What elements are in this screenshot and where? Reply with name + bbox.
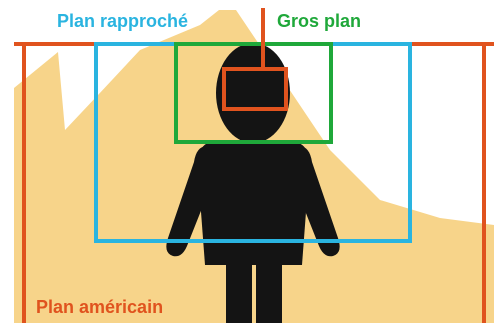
person-torso xyxy=(198,142,309,265)
gros-plan-label: Gros plan xyxy=(277,11,361,31)
person-left-leg xyxy=(226,250,252,323)
plan-rapproche-label: Plan rapproché xyxy=(57,11,188,31)
plan-americain-label: Plan américain xyxy=(36,297,163,317)
person-head xyxy=(216,43,290,143)
person-right-leg xyxy=(256,250,282,323)
